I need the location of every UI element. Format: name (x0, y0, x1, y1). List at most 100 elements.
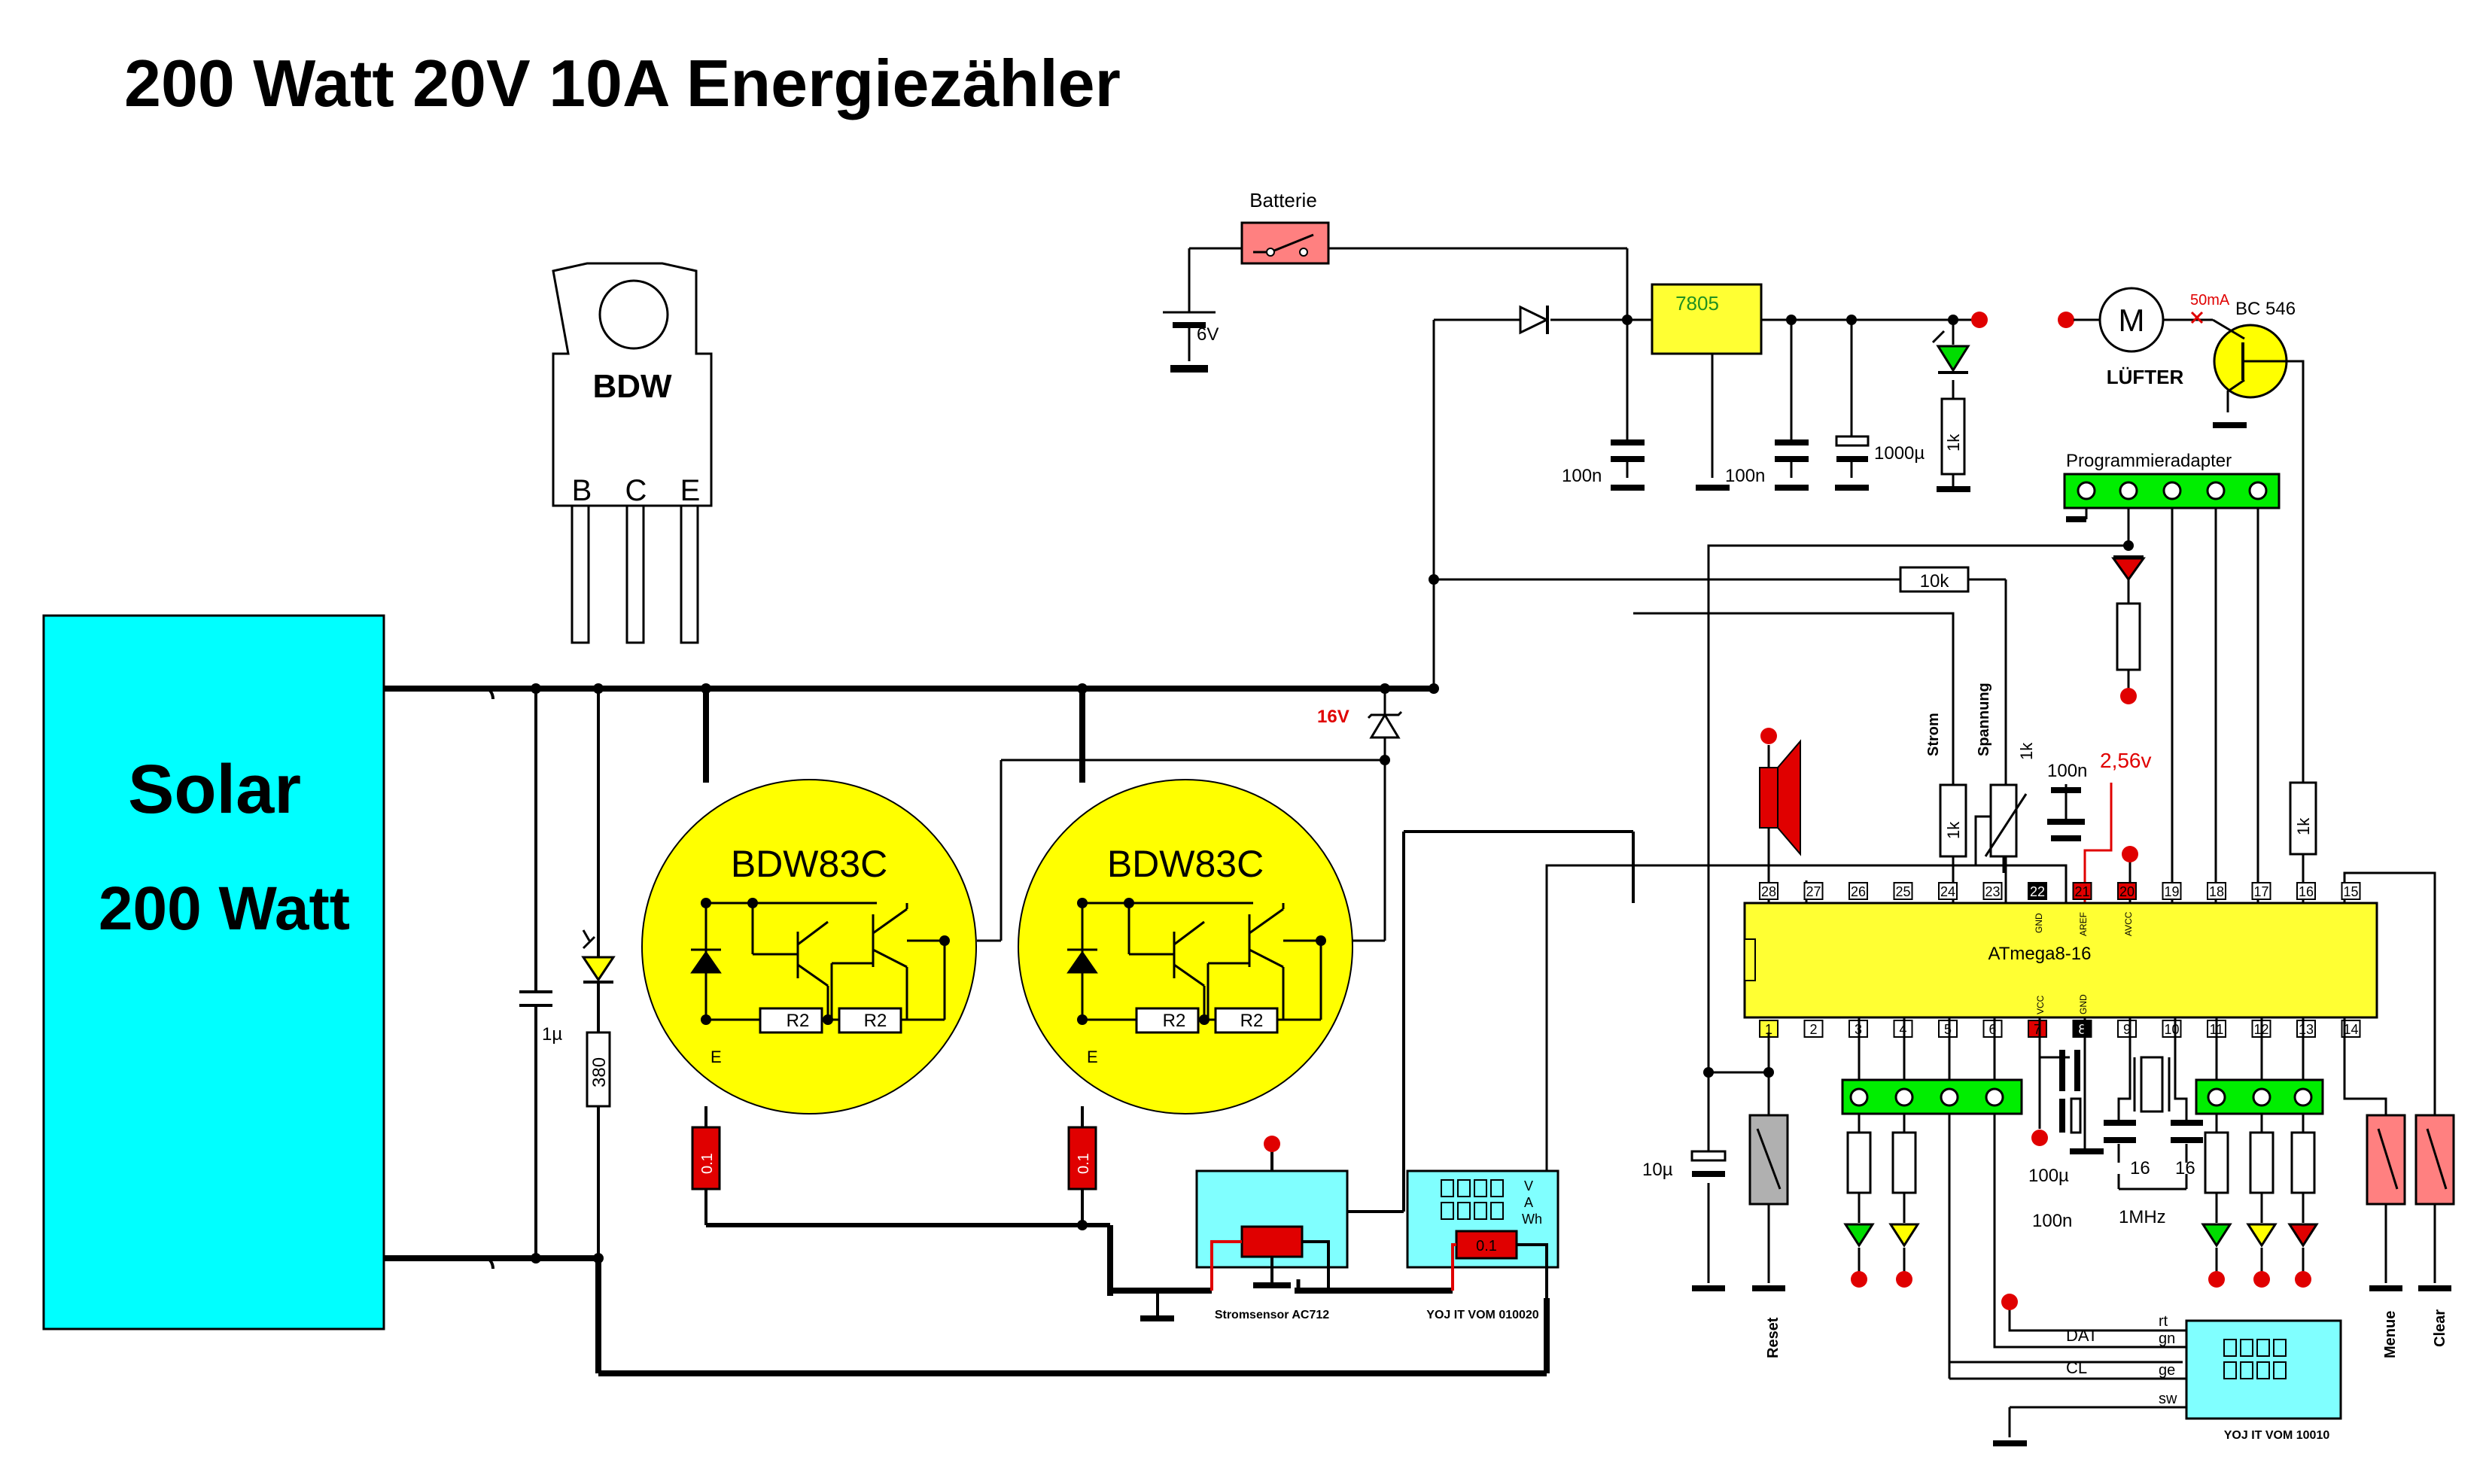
spannung-label: Spannung (1976, 683, 1992, 756)
solar-panel (42, 614, 385, 1330)
solar-label-1: Solar (128, 751, 301, 828)
aref-cap-label: 100n (2047, 761, 2087, 781)
mcu-pin-label-23: 23 (1985, 884, 2000, 899)
zener-label: 16V (1317, 707, 1349, 727)
mcu-pin-label-16: 16 (2299, 884, 2314, 899)
regulator-7805 (1651, 283, 1763, 355)
reset-label: Reset (1765, 1317, 1782, 1358)
darlington-2: BDW83C R2 R2 E (1018, 779, 1353, 1115)
pin-b: B (572, 474, 592, 507)
mcu-pin-22 (2028, 882, 2047, 900)
mcu-pin-26 (1848, 882, 1868, 900)
speaker (1759, 767, 1779, 829)
prog-led (2111, 557, 2146, 582)
mcu-pin-15 (2341, 882, 2361, 900)
cap-16a: 16 (2130, 1158, 2150, 1178)
darlington-2-r2b: R2 (1240, 1011, 1264, 1031)
mcu-atmega8 (1743, 902, 2378, 1019)
res-10k-label: 10k (1920, 571, 1950, 591)
mcu-pin-7 (2028, 1020, 2047, 1038)
menu-label: Menue (2382, 1311, 2399, 1358)
supply-led-res-label: 1k (1944, 433, 1963, 452)
mcu-pin-label-5: 5 (1944, 1022, 1952, 1037)
darlington-2-name: BDW83C (1107, 843, 1264, 885)
mcu-pin-label-22: 22 (2030, 884, 2045, 899)
package-name: BDW (592, 368, 672, 405)
power-led (581, 689, 616, 1258)
mcu-pin-label-24: 24 (1940, 884, 1955, 899)
res-10k (1899, 566, 1970, 593)
reset-wiring (1707, 1032, 1770, 1283)
mcu-pin-label-9: 9 (2123, 1022, 2131, 1037)
darlington-2-r2a: R2 (1163, 1011, 1186, 1031)
bus-gn: gn (2159, 1330, 2175, 1347)
battery-switch[interactable] (1240, 221, 1330, 265)
meter-2 (2185, 1319, 2342, 1420)
mcu-pin-8 (2072, 1020, 2092, 1038)
fan-current: 50mA (2190, 292, 2230, 309)
darlington-1-name: BDW83C (731, 843, 887, 885)
mcu-pin-28 (1759, 882, 1779, 900)
prog-adapter-label: Programmieradapter (2066, 451, 2232, 471)
darlington-1-e: E (710, 1048, 722, 1066)
fan-motor-letter: M (2119, 303, 2145, 338)
cap-100n-out: 100n (1725, 466, 1765, 486)
mcu-gnd-bottom: GND (2078, 994, 2089, 1014)
bus-rt: rt (2159, 1313, 2168, 1330)
pin-c: C (625, 474, 647, 507)
mcu-pin-23 (1982, 882, 2003, 900)
bus-dat: DAT (2066, 1326, 2098, 1345)
crystal-label: 1MHz (2119, 1207, 2166, 1227)
mcu-pin-14 (2341, 1020, 2361, 1038)
mcu-pin-20 (2117, 882, 2137, 900)
res-1k-right-label: 1k (2294, 817, 2313, 835)
meter-1-label: YOJ IT VOM 010020 (1426, 1309, 1539, 1321)
bus-cl: CL (2066, 1358, 2087, 1377)
mcu-pin-label-19: 19 (2164, 884, 2179, 899)
strom-label: Strom (1925, 713, 1942, 756)
supply-wiring (1188, 247, 2007, 903)
solar-label-2: 200 Watt (99, 874, 350, 943)
mcu-pin-21 (2072, 882, 2092, 900)
mcu-pin-27 (1803, 882, 1824, 900)
supply-caps (1611, 439, 1970, 492)
mcu-pin-label-28: 28 (1761, 884, 1776, 899)
res-1k-right (2289, 781, 2317, 856)
page-title: 200 Watt 20V 10A Energiezähler (124, 46, 1121, 120)
crystal (2117, 1017, 2188, 1191)
pin-e: E (680, 474, 701, 507)
menu-button[interactable] (2366, 1114, 2406, 1206)
mcu-decoupling (2038, 1017, 2086, 1151)
prog-adapter-pins (2077, 481, 2268, 500)
mcu-avcc: AVCC (2123, 911, 2134, 936)
cap-100n-mcu: 100n (2032, 1211, 2072, 1231)
clear-button[interactable] (2414, 1114, 2455, 1206)
meter-2-bus (1949, 1306, 2186, 1437)
mcu-aref: AREF (2078, 912, 2089, 936)
fan-transistor-label: BC 546 (2235, 299, 2296, 319)
mcu-pin-label-13: 13 (2299, 1022, 2314, 1037)
current-sensor-label: Stromsensor AC712 (1215, 1309, 1329, 1321)
meter-1-a: A (1524, 1195, 1533, 1210)
meter-1-display (1441, 1179, 1504, 1220)
mcu-vcc: VCC (2035, 995, 2046, 1014)
meter-2-display (2223, 1339, 2287, 1379)
mcu-pin-label-21: 21 (2074, 884, 2089, 899)
mcu-pin-13 (2296, 1020, 2316, 1038)
cap-1u (519, 689, 552, 1258)
cap-1u-label: 1µ (542, 1024, 562, 1045)
regulator-name: 7805 (1675, 292, 1719, 315)
cap-10u: 10µ (1642, 1160, 1673, 1180)
supply-diode (1519, 305, 1550, 335)
mcu-gnd-top: GND (2034, 913, 2044, 933)
pot-spannung (1989, 783, 2018, 858)
bus-sw: sw (2159, 1391, 2177, 1407)
cap-100n-in: 100n (1562, 466, 1602, 486)
mcu-pin-label-17: 17 (2253, 884, 2268, 899)
mcu-pin-25 (1893, 882, 1913, 900)
mcu-pin-label-25: 25 (1895, 884, 1910, 899)
battery-voltage: 6V (1197, 324, 1219, 345)
mcu-pin-label-18: 18 (2209, 884, 2224, 899)
